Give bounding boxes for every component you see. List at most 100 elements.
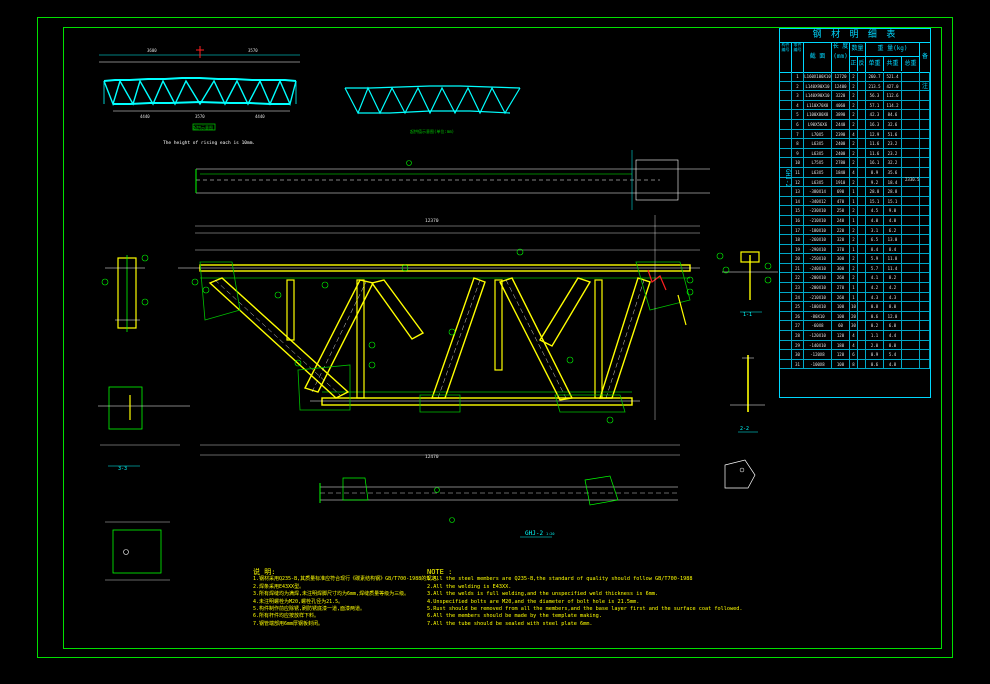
table-cell: 2 [850,235,858,245]
table-cell [902,359,920,370]
table-cell [902,283,920,293]
table-cell [920,321,930,332]
table-cell: 30 [850,321,858,332]
table-cell [920,139,930,149]
table-cell: 28 [792,331,804,341]
table-cell: 5.9 [866,254,884,264]
table-cell: 5.7 [866,263,884,274]
table-cell: 1 [792,72,804,82]
table-cell [920,292,930,303]
header-qty-label: 数量 [851,45,864,52]
table-cell: 10 [850,302,858,312]
table-cell: 7 [792,129,804,140]
table-cell [920,359,930,370]
table-cell [920,302,930,312]
table-cell [902,321,920,332]
note-item: 2.All the welding is E43XX. [427,583,512,590]
camber-bottom-dim-1: 4440 [140,114,150,119]
table-cell: L63X5 [804,139,832,149]
table-cell: 370 [832,244,850,255]
table-cell [780,81,792,92]
table-cell [780,110,792,120]
header-length-label: 长 度 [832,43,849,50]
table-cell: 2 [850,119,858,130]
table-cell: 22 [792,273,804,284]
table-cell [858,196,866,207]
table-cell: 12720 [832,72,850,82]
table-cell: 1 [850,196,858,207]
table-cell: 32.6 [884,119,902,130]
table-cell: 3 [792,91,804,101]
table-cell: 23 [792,283,804,293]
notes-en-title: NOTE : [427,568,453,576]
table-cell: 3220 [832,91,850,101]
camber-note: The height of rising each is 10mm. [163,140,255,146]
table-cell: 4.0 [884,215,902,226]
table-cell: 2 [850,81,858,92]
table-cell [780,283,792,293]
notes-english: NOTE : 1.All the steel members are Q235-… [427,568,742,628]
table-cell: 521.4 [884,72,902,82]
table-cell: 84.6 [884,110,902,120]
table-cell: 24 [792,292,804,303]
table-title: 钢 材 明 细 表 [780,29,930,43]
header-qty-pos: 正 [850,57,858,71]
table-cell: 51.6 [884,129,902,140]
table-cell [780,254,792,264]
table-cell [780,100,792,111]
table-cell [902,302,920,312]
table-cell [780,158,792,168]
table-cell: 4.4 [884,331,902,341]
table-cell: 6.2 [884,225,902,236]
header-length: 长 度 (mm) [832,42,850,72]
table-cell: 2400 [832,148,850,159]
table-cell: 100 [832,359,850,370]
table-cell: 57.1 [866,100,884,111]
table-cell [902,72,920,82]
table-cell: 2390 [832,129,850,140]
table-cell: 5 [792,110,804,120]
section-2-2-label: 2-2 [740,426,749,432]
table-cell: 4.5 [866,206,884,216]
plate-detail [105,521,170,581]
table-cell: 20 [792,254,804,264]
table-cell: 23.2 [884,148,902,159]
table-cell: 15.1 [884,196,902,207]
table-cell: 42.3 [866,110,884,120]
camber-dim-1: 3600 [147,48,157,53]
table-cell [858,177,866,188]
table-cell: -100X10 [804,302,832,312]
part-callouts [191,248,724,424]
table-cell [858,91,866,101]
table-cell: 300 [832,263,850,274]
table-cell [920,215,930,226]
table-cell: -100X8 [804,359,832,370]
table-cell [902,177,920,188]
table-cell: 2 [850,225,858,236]
table-cell: 12.0 [884,311,902,322]
camber-bottom-dim-2: 3570 [195,114,205,119]
table-cell: 35.6 [884,167,902,178]
table-cell: 11.4 [884,263,902,274]
note-item: 6.All the members should be made by the … [427,613,602,620]
table-cell [902,81,920,92]
table-cell: -120X8 [804,350,832,360]
header-member: 构件编号 [780,42,792,72]
table-cell: -340X12 [804,196,832,207]
table-cell: 300 [832,254,850,264]
table-cell: 0.8 [866,302,884,312]
table-cell: 1 [850,187,858,197]
table-cell [780,235,792,245]
table-cell: -210X10 [804,292,832,303]
note-item: 4.未注明螺栓为M20,螺栓孔径为21.5。 [253,598,344,605]
table-cell: 27 [792,321,804,332]
material-schedule-table: 钢 材 明 细 表 构件编号 零件编号 截 面 长 度 (mm) 数量 正 反 … [779,28,931,398]
table-cell: -80X10 [804,311,832,322]
table-cell: 32.2 [884,158,902,168]
